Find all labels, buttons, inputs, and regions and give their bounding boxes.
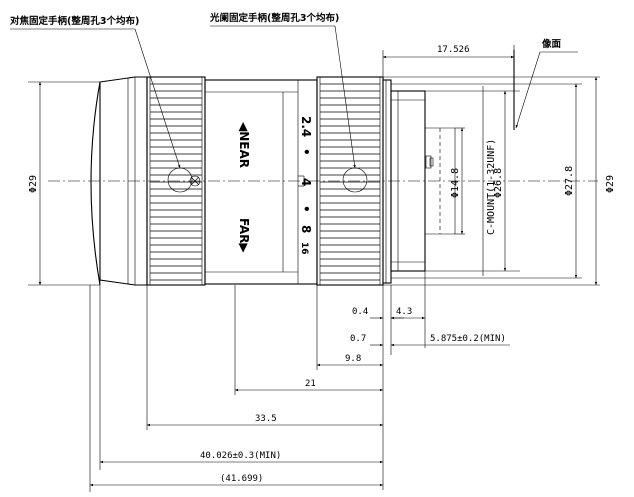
dim-27-8: Φ27.8 [564, 166, 575, 196]
far-marking: FAR▶ [237, 218, 251, 253]
dim-41-699: (41.699) [220, 474, 263, 484]
near-marking: ◀NEAR [237, 122, 251, 168]
image-plane-callout: 像面 [541, 38, 562, 50]
dim-9-8: 9.8 [345, 354, 361, 364]
rear-flange [382, 79, 392, 284]
dim-17-526: 17.526 [437, 45, 470, 55]
dim-26-8: Φ26.8 [493, 168, 504, 198]
dim-rear-diameter: Φ29 [605, 175, 616, 193]
dim-33-5: 33.5 [255, 414, 277, 424]
iris-screw-callout: 光阑固定手柄(整周孔3个均布) [209, 12, 339, 24]
aperture-dot-2: • [299, 205, 313, 213]
aperture-dot-1: • [299, 148, 313, 156]
dim-front-diameter: Φ29 [28, 175, 39, 193]
iris-lock-screw [342, 167, 368, 193]
dim-5-875: 5.875±0.2(MIN) [430, 334, 506, 344]
aperture-2-4: 2.4 [299, 116, 313, 137]
aperture-16: 16 [299, 242, 309, 255]
focus-screw-callout: 对焦固定手柄(整周孔3个均布) [10, 15, 139, 27]
focus-lock-screw [167, 167, 193, 193]
dim-40-026: 40.026±0.3(MIN) [200, 451, 281, 461]
dim-14-8: Φ14.8 [450, 168, 461, 198]
aperture-4: 4 [299, 178, 313, 186]
front-lens-element [90, 81, 101, 286]
dim-0-7: 0.7 [350, 334, 366, 344]
dim-c-mount: C-MOUNT(1-32UNF) [486, 139, 497, 235]
dim-4-3: 4.3 [396, 307, 412, 317]
dim-21: 21 [305, 379, 316, 389]
c-mount [390, 90, 456, 272]
aperture-8: 8 [299, 225, 313, 233]
dim-0-4: 0.4 [352, 307, 368, 317]
